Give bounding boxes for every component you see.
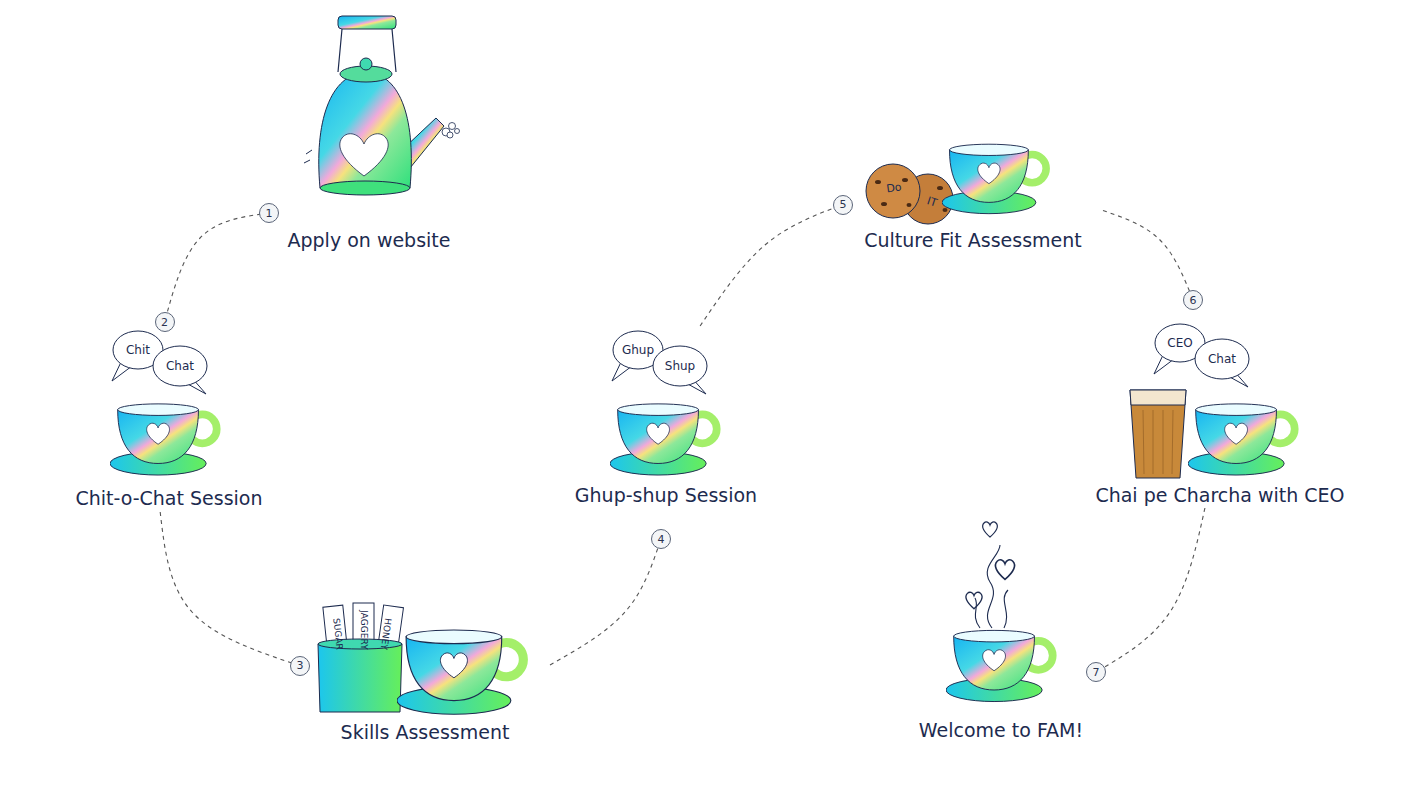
- skills-illustration: [397, 630, 523, 714]
- welcome-illustration: [983, 522, 998, 537]
- bubble-text: Chit: [126, 343, 150, 357]
- chai-illustration: [1143, 410, 1173, 474]
- kettle-illustration: [455, 129, 460, 134]
- chai-illustration: [1130, 390, 1186, 478]
- ghup-shup-illustration: [610, 331, 717, 475]
- welcome-illustration: [987, 545, 1000, 628]
- chai-illustration: [1130, 390, 1186, 405]
- culture-illustration: [866, 164, 920, 218]
- step-label: Culture Fit Assessment: [864, 228, 1082, 252]
- step-node: Chit-o-Chat Session: [59, 322, 279, 512]
- culture-illustration: [875, 180, 881, 184]
- welcome-illustration: [1004, 590, 1008, 628]
- step-node: Apply on website: [269, 15, 469, 258]
- welcome-illustration: [995, 560, 1014, 580]
- bubble-text: Chat: [166, 359, 194, 373]
- kettle-illustration: [338, 29, 396, 72]
- bubble-text: Chat: [1208, 352, 1236, 366]
- kettle-illustration: [360, 58, 372, 70]
- chit-chat-illustration: [112, 331, 207, 394]
- welcome-illustration: [966, 592, 982, 609]
- step-number: 5: [833, 195, 853, 215]
- dashed-connector: [550, 539, 661, 665]
- culture-illustration: [907, 203, 912, 207]
- step-label: Ghup-shup Session: [575, 483, 757, 507]
- step-label: Chai pe Charcha with CEO: [1095, 483, 1344, 507]
- kettle-illustration: [319, 72, 412, 188]
- step-node: Ghup-shup Session: [556, 326, 776, 539]
- culture-illustration: [866, 144, 1046, 224]
- kettle-illustration: [304, 150, 312, 163]
- culture-illustration: [881, 202, 887, 206]
- step-number: 7: [1086, 662, 1106, 682]
- bubble-text: Ghup: [622, 343, 654, 357]
- dashed-connector: [165, 213, 269, 322]
- culture-illustration: [943, 208, 948, 212]
- dashed-connector: [700, 205, 843, 326]
- kettle-illustration: [320, 181, 410, 195]
- culture-illustration: [942, 144, 1046, 213]
- cookie-text: Do: [886, 181, 903, 196]
- step-number: 3: [290, 656, 310, 676]
- bubble-text: CEO: [1167, 336, 1192, 350]
- bubble-text: Shup: [665, 359, 695, 373]
- kettle-illustration: [447, 132, 453, 138]
- step-label: Skills Assessment: [341, 720, 510, 744]
- step-label: Apply on website: [288, 228, 451, 252]
- kettle-illustration: [449, 123, 456, 130]
- dashed-connector: [160, 512, 300, 666]
- skills-illustration: [318, 603, 523, 714]
- kettle-illustration: [340, 134, 388, 176]
- kettle-illustration: [304, 16, 460, 195]
- step-node: Welcome to FAM!: [906, 515, 1096, 745]
- sachet-text: JAGGERY: [359, 610, 369, 649]
- chai-illustration: [1130, 324, 1295, 478]
- step-node: Chai pe Charcha with CEO: [1075, 300, 1365, 508]
- welcome-illustration: [946, 630, 1053, 701]
- kettle-illustration: [338, 16, 396, 29]
- step-number: 6: [1183, 290, 1203, 310]
- culture-illustration: [937, 186, 943, 190]
- step-number: 2: [155, 312, 175, 332]
- culture-illustration: [902, 178, 908, 182]
- step-number: 1: [259, 203, 279, 223]
- ghup-shup-illustration: [610, 404, 717, 475]
- step-label: Chit-o-Chat Session: [75, 486, 262, 510]
- chai-illustration: [1154, 324, 1249, 387]
- chit-chat-illustration: [110, 331, 217, 475]
- step-node: Culture Fit Assessment: [843, 135, 1103, 253]
- skills-illustration: [318, 644, 402, 712]
- step-number: 4: [651, 529, 671, 549]
- chit-chat-illustration: [110, 404, 217, 475]
- dashed-connector: [1096, 508, 1205, 672]
- dashed-connector: [1103, 211, 1193, 300]
- ghup-shup-illustration: [612, 331, 707, 394]
- step-label: Welcome to FAM!: [919, 718, 1083, 742]
- chai-illustration: [1188, 404, 1295, 475]
- welcome-illustration: [946, 522, 1053, 702]
